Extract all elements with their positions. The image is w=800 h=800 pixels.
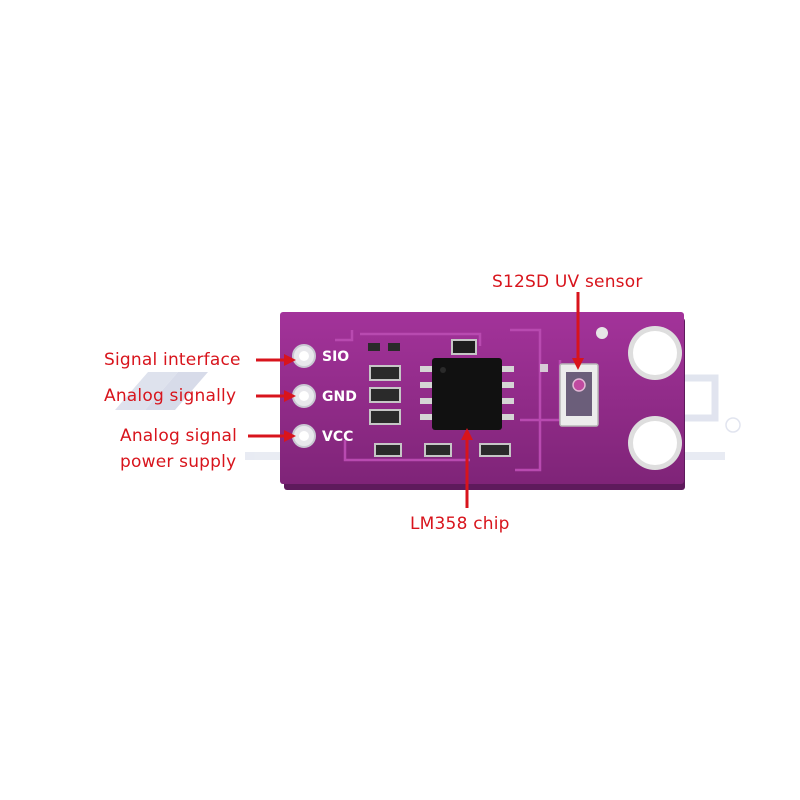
mounting-holes <box>596 326 682 470</box>
smd-components <box>368 339 548 457</box>
callout-analog-signal: Analog signal <box>120 426 238 446</box>
callout-signal-interface: Signal interface <box>104 350 241 370</box>
callout-chip: LM358 chip <box>410 514 510 534</box>
pin-label-vcc: VCC <box>322 429 354 445</box>
pin-label-sio: SIO <box>322 349 350 365</box>
pin-pads <box>292 344 316 448</box>
callout-arrows <box>248 292 584 508</box>
callout-power-supply: power supply <box>120 452 237 472</box>
callout-uv-sensor: S12SD UV sensor <box>492 272 643 292</box>
callout-analog-signally: Analog signally <box>104 386 237 406</box>
ic-chip-icon <box>420 358 514 430</box>
pin-label-gnd: GND <box>322 389 357 405</box>
uv-sensor-icon <box>559 363 599 427</box>
